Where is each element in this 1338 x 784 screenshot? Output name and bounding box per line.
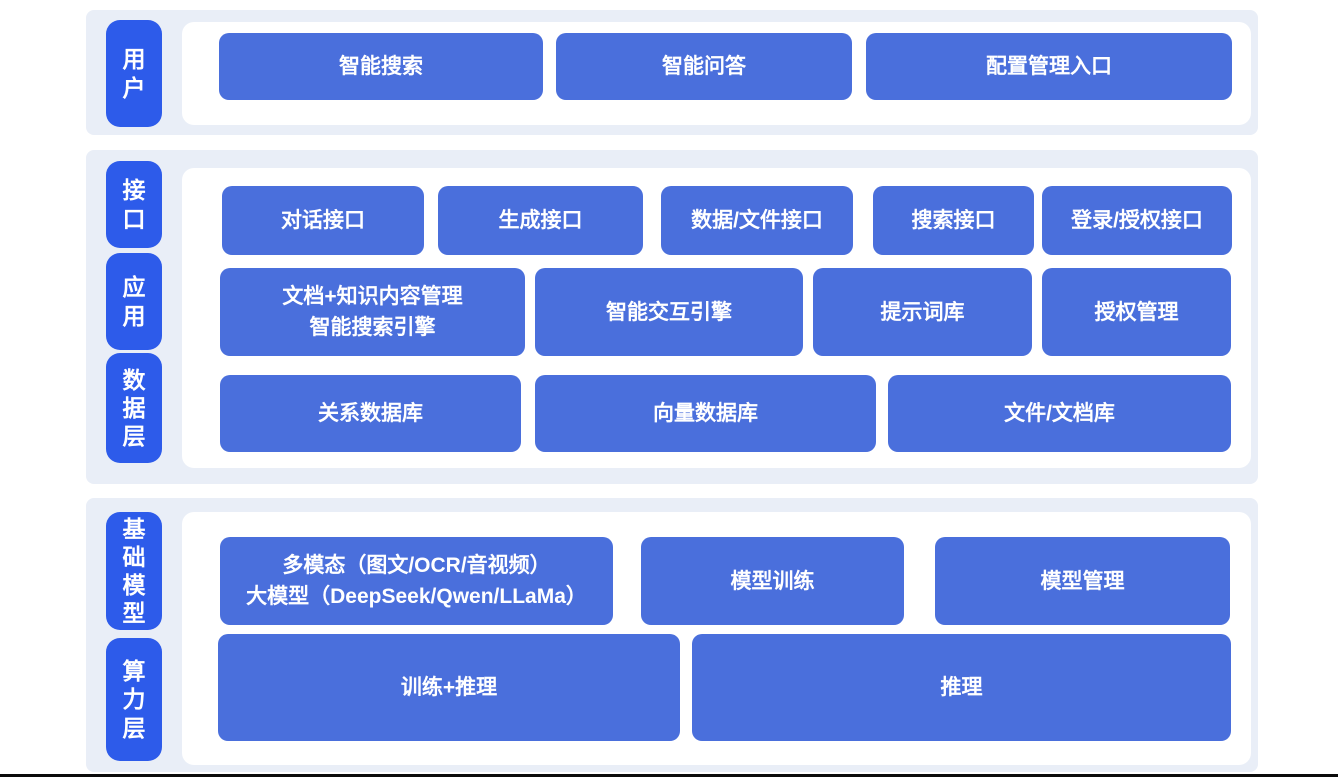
box-file-document-store: 文件/文档库	[888, 375, 1231, 452]
box-intelligent-qa: 智能问答	[556, 33, 852, 100]
user-layer-row: 智能搜索 智能问答 配置管理入口	[219, 33, 1232, 100]
layer-label-compute-layer-text: 算力层	[122, 658, 146, 741]
bottom-layers-panel: 多模态（图文/OCR/音视频） 大模型（DeepSeek/Qwen/LLaMa）…	[182, 512, 1251, 765]
layer-label-user-text: 用户	[122, 46, 146, 101]
compute-layer-row: 训练+推理 推理	[218, 634, 1231, 741]
box-model-training: 模型训练	[641, 537, 904, 625]
box-intelligent-interaction-engine: 智能交互引擎	[535, 268, 803, 356]
box-vector-database: 向量数据库	[535, 375, 876, 452]
box-dialog-interface: 对话接口	[222, 186, 424, 255]
layer-label-user: 用户	[106, 20, 162, 127]
box-model-management: 模型管理	[935, 537, 1230, 625]
application-row: 文档+知识内容管理 智能搜索引擎 智能交互引擎 提示词库 授权管理	[220, 268, 1231, 356]
layer-label-application-text: 应用	[122, 274, 146, 329]
box-multimodal-line2: 大模型（DeepSeek/Qwen/LLaMa）	[246, 585, 587, 608]
layer-label-compute-layer: 算力层	[106, 638, 162, 761]
interface-row: 对话接口 生成接口 数据/文件接口 搜索接口 登录/授权接口	[222, 186, 1232, 255]
user-layer-panel: 智能搜索 智能问答 配置管理入口	[182, 22, 1251, 125]
box-training-plus-inference: 训练+推理	[218, 634, 680, 741]
data-layer-row: 关系数据库 向量数据库 文件/文档库	[220, 375, 1231, 452]
box-login-auth-interface: 登录/授权接口	[1042, 186, 1232, 255]
section-user-layer: 用户 智能搜索 智能问答 配置管理入口	[86, 10, 1258, 135]
box-doc-knowledge-search-engine: 文档+知识内容管理 智能搜索引擎	[220, 268, 525, 356]
box-authorization-management: 授权管理	[1042, 268, 1231, 356]
layer-label-interface-text: 接口	[122, 177, 146, 232]
box-relational-database: 关系数据库	[220, 375, 521, 452]
layer-label-interface: 接口	[106, 161, 162, 248]
box-generation-interface: 生成接口	[438, 186, 643, 255]
bottom-border-line	[0, 774, 1338, 777]
section-bottom-layers: 基础模型 算力层 多模态（图文/OCR/音视频） 大模型（DeepSeek/Qw…	[86, 498, 1258, 772]
box-doc-line1: 文档+知识内容管理	[282, 285, 463, 308]
box-search-interface: 搜索接口	[873, 186, 1034, 255]
section-middle-layers: 接口 应用 数据层 对话接口 生成接口 数据/文件接口 搜索接口 登录/授权接口…	[86, 150, 1258, 484]
box-data-file-interface: 数据/文件接口	[661, 186, 853, 255]
layer-label-data-layer: 数据层	[106, 353, 162, 463]
box-config-management-entry: 配置管理入口	[866, 33, 1232, 100]
box-multimodal-large-model: 多模态（图文/OCR/音视频） 大模型（DeepSeek/Qwen/LLaMa）	[220, 537, 613, 625]
layer-label-base-model: 基础模型	[106, 512, 162, 630]
layer-label-base-model-text: 基础模型	[122, 515, 146, 627]
middle-layers-panel: 对话接口 生成接口 数据/文件接口 搜索接口 登录/授权接口 文档+知识内容管理…	[182, 168, 1251, 468]
base-model-row: 多模态（图文/OCR/音视频） 大模型（DeepSeek/Qwen/LLaMa）…	[220, 537, 1230, 625]
box-doc-line2: 智能搜索引擎	[309, 316, 436, 339]
box-multimodal-line1: 多模态（图文/OCR/音视频）	[282, 554, 551, 577]
layer-label-application: 应用	[106, 253, 162, 350]
box-intelligent-search: 智能搜索	[219, 33, 543, 100]
box-inference: 推理	[692, 634, 1231, 741]
box-prompt-library: 提示词库	[813, 268, 1032, 356]
layer-label-data-layer-text: 数据层	[122, 366, 146, 450]
